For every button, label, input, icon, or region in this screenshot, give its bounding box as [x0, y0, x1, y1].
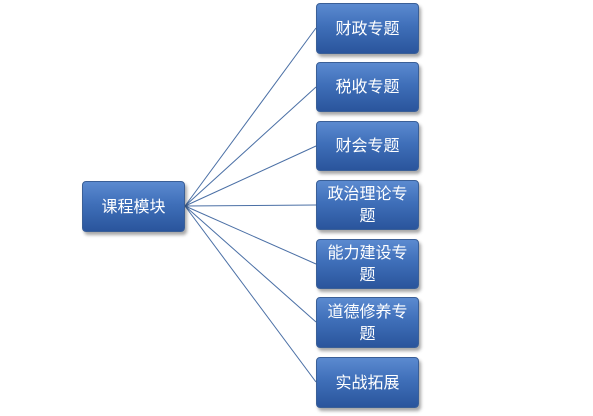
- child-node-5: 能力建设专题: [316, 239, 419, 289]
- connector-line-2: [184, 86, 317, 207]
- child-node-label: 实战拓展: [335, 372, 400, 392]
- child-node-label: 税收专题: [335, 77, 400, 96]
- child-node-7: 实战拓展: [316, 357, 419, 408]
- connector-line-7: [184, 205, 317, 383]
- child-node-label: 道德修养专题: [327, 301, 408, 343]
- child-node-6: 道德修养专题: [316, 297, 419, 348]
- child-node-label: 财政专题: [335, 18, 400, 38]
- connector-line-4: [184, 204, 317, 207]
- connector-line-5: [184, 205, 317, 265]
- child-node-label: 财会专题: [335, 136, 400, 155]
- root-node: 课程模块: [82, 181, 185, 232]
- connector-line-6: [184, 205, 317, 323]
- child-node-4: 政治理论专题: [316, 180, 419, 230]
- connector-line-3: [184, 145, 317, 207]
- root-node-label: 课程模块: [101, 196, 166, 216]
- child-node-1: 财政专题: [316, 3, 419, 54]
- child-node-label: 政治理论专题: [327, 184, 408, 225]
- child-node-label: 能力建设专题: [327, 243, 408, 284]
- child-node-3: 财会专题: [316, 121, 419, 171]
- child-node-2: 税收专题: [316, 62, 419, 112]
- connector-line-1: [184, 27, 317, 207]
